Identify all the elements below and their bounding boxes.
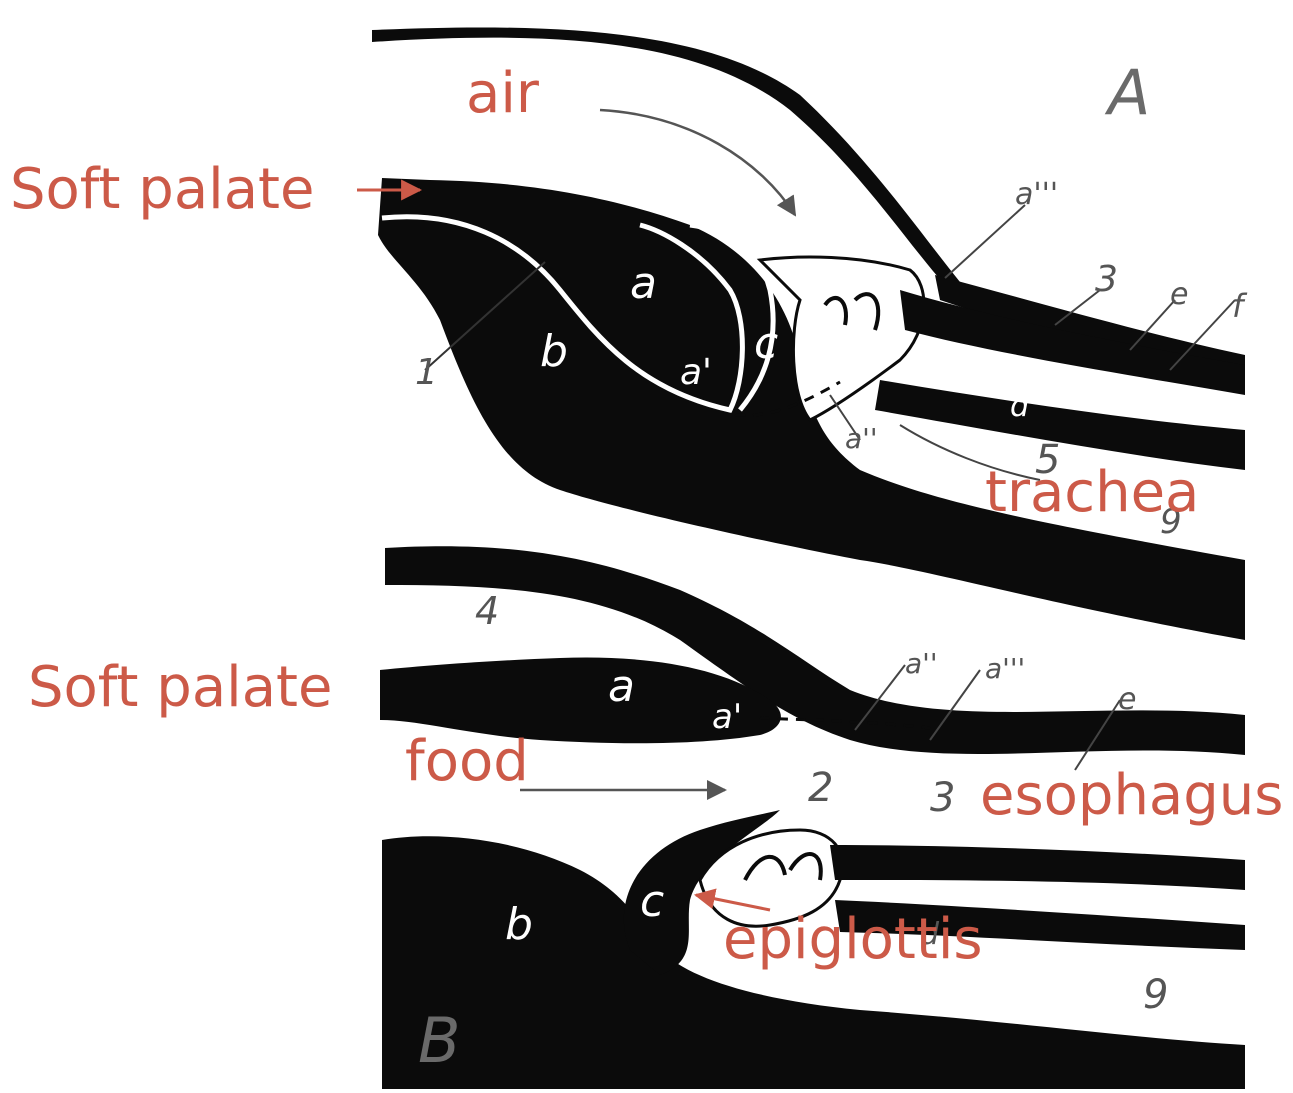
letter-a-prime-bottom: a' [712,700,742,734]
letter-a-prime-top: a' [680,355,712,391]
panel-label-a: A [1108,62,1150,124]
label-esophagus: esophagus [980,768,1283,824]
letter-a-double-bottom: a'' [905,650,938,678]
letter-2-bottom: 2 [808,768,833,808]
label-food: food [405,734,529,790]
letter-d-top: d [1010,392,1029,422]
label-soft-palate-bottom: Soft palate [28,660,332,716]
letter-e-bottom: e [1118,685,1136,715]
letter-a-triple-top: a''' [1015,180,1058,210]
letter-9-bottom: 9 [1143,975,1168,1015]
letter-a-double-top: a'' [845,425,878,453]
letter-a-triple-bottom: a''' [985,655,1025,683]
letter-a-top: a [630,262,657,306]
trachea-tube-top [900,290,1245,395]
letter-b-top: b [540,330,568,374]
letter-a-bottom: a [608,665,635,709]
label-epiglottis: epiglottis [723,912,983,968]
letter-b-bottom: b [505,903,533,947]
letter-c-bottom: c [640,880,664,924]
label-soft-palate-top: Soft palate [10,162,314,218]
trachea-tube-bottom [830,845,1245,890]
letter-3-top: 3 [1095,262,1118,298]
air-flow-arrow [600,110,795,215]
letter-c-top: c [754,322,778,366]
label-trachea: trachea [985,465,1199,521]
letter-e-top: e [1170,280,1188,310]
label-air: air [466,66,539,122]
letter-4-bottom: 4 [475,592,499,630]
leader-a3-top [945,205,1025,278]
letter-3-bottom: 3 [930,778,955,818]
letter-1-top: 1 [415,355,438,391]
panel-label-b: B [418,1010,461,1072]
letter-f-top: f [1232,290,1243,322]
